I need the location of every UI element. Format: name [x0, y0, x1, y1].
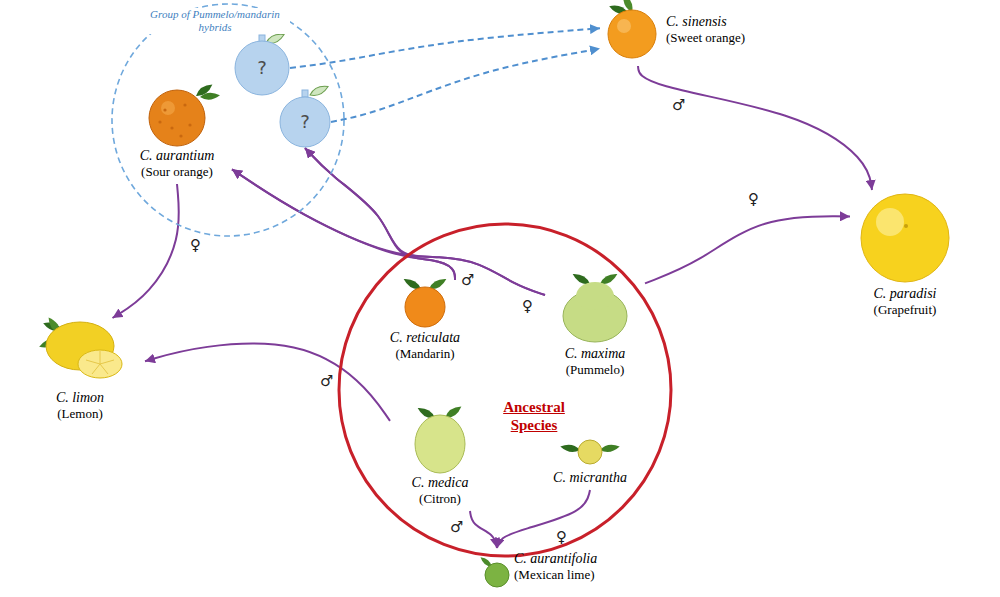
- fruit-neck: [576, 282, 614, 310]
- species-node: C. sinensis(Sweet orange): [600, 8, 790, 66]
- parent-sex-symbol: ♂: [461, 271, 474, 289]
- fruit: [485, 563, 509, 587]
- common-name: (Mexican lime): [514, 567, 595, 583]
- parent-sex-symbol: ♀: [522, 297, 533, 315]
- species-name: C. medica: [412, 475, 469, 491]
- species-name: C. reticulata: [390, 330, 460, 346]
- cross-arrow: [305, 148, 545, 295]
- fruit: [578, 440, 602, 464]
- leaf: [599, 443, 620, 453]
- common-name: (Lemon): [57, 406, 102, 422]
- ancestral-species-circle: [339, 224, 671, 556]
- species-node: C. limon(Lemon): [15, 318, 145, 426]
- species-node: C. maxima(Pummelo): [545, 266, 645, 382]
- question-mark: ?: [300, 112, 310, 132]
- cross-arrow: [145, 344, 390, 421]
- hybrid-arrow: [331, 49, 600, 122]
- unknown-hybrid-circle: ?: [279, 96, 331, 148]
- navel: [904, 224, 908, 228]
- stem: [302, 90, 308, 97]
- common-name: (Sour orange): [141, 164, 213, 180]
- parent-sex-symbol: ♂: [450, 518, 463, 536]
- peel-dot: [179, 134, 182, 137]
- cross-arrow: [113, 184, 179, 318]
- peel-dot: [170, 126, 173, 129]
- parent-sex-symbol: ♀: [190, 236, 201, 254]
- node-outline: [337, 222, 673, 558]
- species-name: C. limon: [56, 390, 104, 406]
- common-name: (Mandarin): [395, 346, 454, 362]
- parent-sex-symbol: ♂: [672, 96, 685, 114]
- fruit: [149, 90, 205, 146]
- highlight: [876, 208, 904, 236]
- species-name: C. aurantium: [140, 148, 215, 164]
- species-name: C. maxima: [565, 346, 626, 362]
- fruit: [405, 287, 445, 327]
- common-name: (Sweet orange): [666, 30, 745, 46]
- sour-orange-fruit: [149, 82, 220, 146]
- species-node: C. aurantifolia(Mexican lime): [480, 548, 650, 587]
- species-name: C. aurantifolia: [514, 551, 597, 567]
- mandarin-fruit: [402, 276, 448, 327]
- species-node: C. medica(Citron): [390, 405, 490, 511]
- fruit: [608, 10, 656, 58]
- lemon-fruit: [38, 316, 122, 378]
- peel-dot: [158, 120, 161, 123]
- species-node: C. paradisi(Grapefruit): [850, 190, 960, 322]
- species-node: C. micrantha: [545, 436, 635, 490]
- cross-arrow: [232, 169, 455, 280]
- leaf: [560, 443, 581, 453]
- lemon-half: [78, 350, 122, 378]
- parent-sex-symbol: ♀: [748, 190, 759, 208]
- peel-dot: [183, 103, 186, 106]
- micrantha-fruit: [560, 440, 621, 464]
- group-label: Group of Pummelo/mandarin hybrids: [140, 8, 290, 34]
- common-name: (Pummelo): [566, 362, 625, 378]
- unknown-hybrid-circle: [235, 41, 289, 95]
- grapefruit-fruit: [861, 194, 949, 282]
- cross-arrow: [645, 216, 850, 283]
- species-name: C. sinensis: [666, 14, 727, 30]
- species-node: C. aurantium(Sour orange): [122, 86, 232, 184]
- connectors: [113, 28, 873, 548]
- lime-fruit: [479, 555, 509, 587]
- peel-dot: [163, 108, 166, 111]
- highlight: [617, 19, 631, 33]
- highlight: [161, 101, 175, 115]
- parent-sex-symbol: ♀: [556, 528, 567, 546]
- pummelo-fruit: [563, 271, 627, 342]
- group-title: Ancestral Species: [494, 398, 574, 434]
- cross-arrow: [638, 66, 872, 190]
- question-mark: ?: [257, 58, 267, 78]
- sweet-orange-fruit: [608, 0, 656, 58]
- species-name: C. paradisi: [873, 286, 936, 302]
- hybrid-arrow: [290, 28, 600, 68]
- species-name: C. micrantha: [553, 470, 627, 486]
- citron-fruit: [415, 404, 465, 473]
- fruit: [415, 415, 465, 473]
- leaf: [309, 83, 330, 98]
- leaf: [200, 92, 221, 101]
- peel-dot: [188, 123, 191, 126]
- unknown-hybrid-circle: ?: [234, 40, 290, 96]
- ancestral-species-circle: Ancestral Species C. reticulata(Mandarin)…: [337, 222, 673, 558]
- unknown-hybrid-circle: [280, 97, 330, 147]
- lemon-segments: [86, 351, 114, 374]
- common-name: (Citron): [419, 491, 461, 507]
- fruit: [861, 194, 949, 282]
- common-name: (Grapefruit): [874, 302, 937, 318]
- parent-sex-symbol: ♂: [320, 372, 333, 390]
- hybrid-group-circle: [112, 4, 344, 236]
- cross-arrow: [305, 148, 455, 280]
- cross-arrow: [470, 511, 497, 548]
- hybrid-group-circle: Group of Pummelo/mandarin hybrids C. aura…: [110, 2, 346, 238]
- species-node: C. reticulata(Mandarin): [375, 280, 475, 366]
